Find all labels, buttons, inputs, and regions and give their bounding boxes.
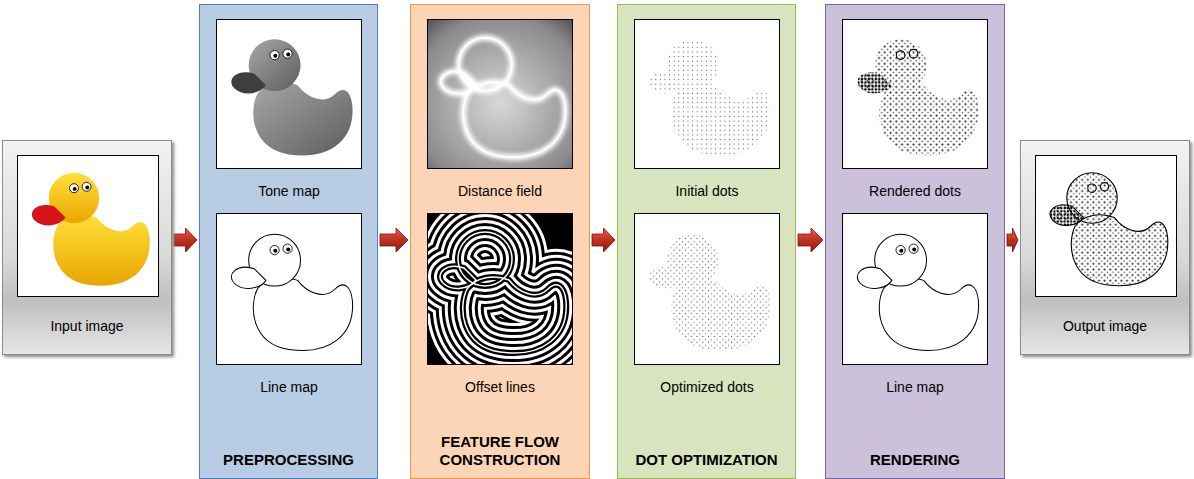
image-caption: Optimized dots: [635, 378, 779, 396]
distance-field-image: [428, 20, 572, 168]
stage-panel: RENDERING Rendered dots Line map: [825, 4, 1005, 479]
stage-panel: PREPROCESSING Tone map Line map: [199, 4, 378, 479]
line-map-image: [843, 214, 987, 364]
flow-arrow: [1007, 228, 1018, 252]
image-frame: Offset lines: [427, 213, 573, 365]
rendered-dots-image: [843, 20, 987, 168]
image-caption: Tone map: [217, 182, 361, 200]
flow-arrow: [380, 228, 408, 252]
image-frame: Tone map: [216, 19, 362, 169]
initial-dots-image: [635, 20, 779, 168]
tone-map-image: [217, 20, 361, 168]
image-frame: Initial dots: [634, 19, 780, 169]
input-duck-photo: [18, 156, 158, 296]
image-caption: Input image: [3, 317, 171, 335]
stage-heading: RENDERING: [826, 451, 1004, 469]
image-caption: Output image: [1021, 317, 1189, 335]
image-frame: Optimized dots: [634, 213, 780, 365]
image-caption: Offset lines: [428, 378, 572, 396]
optimized-dots-image: [635, 214, 779, 364]
stage-heading: FEATURE FLOW CONSTRUCTION: [411, 433, 589, 469]
flow-arrow: [592, 228, 615, 252]
image-panel: Input image: [2, 140, 172, 355]
flow-arrow: [798, 228, 823, 252]
image-frame: Line map: [216, 213, 362, 365]
image-caption: Line map: [843, 378, 987, 396]
image-frame: Line map: [842, 213, 988, 365]
image-frame: Rendered dots: [842, 19, 988, 169]
stage-heading: PREPROCESSING: [200, 451, 377, 469]
line-map-image: [217, 214, 361, 364]
flow-arrow: [174, 228, 197, 252]
input-photo-frame: [17, 155, 159, 297]
image-panel: Output image: [1020, 140, 1190, 355]
stage-panel: DOT OPTIMIZATION Initial dots Optimized …: [617, 4, 796, 479]
image-frame: Distance field: [427, 19, 573, 169]
stage-heading: DOT OPTIMIZATION: [618, 451, 795, 469]
image-caption: Distance field: [428, 182, 572, 200]
offset-lines-image: [428, 214, 572, 364]
output-image-frame: [1035, 155, 1177, 297]
image-caption: Rendered dots: [843, 182, 987, 200]
output-stipple-duck: [1036, 156, 1176, 296]
image-caption: Line map: [217, 378, 361, 396]
stage-panel: FEATURE FLOW CONSTRUCTION Distance field…: [410, 4, 590, 479]
image-caption: Initial dots: [635, 182, 779, 200]
